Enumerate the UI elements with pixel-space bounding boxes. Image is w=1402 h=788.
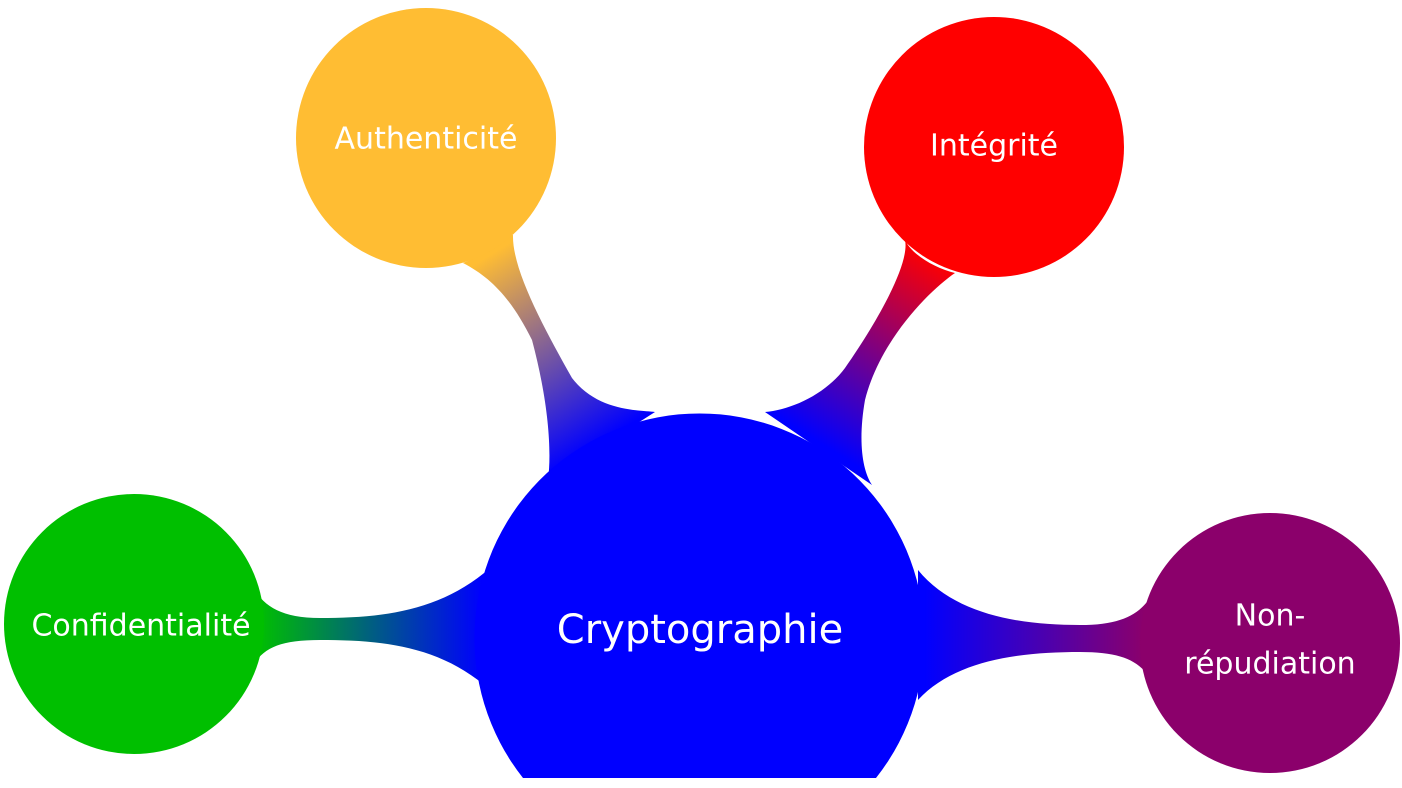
branch-node-integrite-label: Intégrité <box>930 129 1058 164</box>
center-node: Cryptographie <box>474 413 925 778</box>
center-node-shape <box>474 413 925 778</box>
branch-node-authenticite-shape <box>296 8 556 268</box>
branch-node-authenticite-label: Authenticité <box>335 122 518 157</box>
branch-node-non-repudiation-shape <box>1140 513 1400 773</box>
branch-node-non-repudiation: Non- répudiation <box>1140 513 1400 773</box>
branch-node-authenticite: Authenticité <box>296 8 556 268</box>
connector-confidentialite <box>252 568 490 690</box>
branch-node-integrite-shape <box>864 17 1124 277</box>
center-node-label: Cryptographie <box>557 607 843 653</box>
branch-node-non-repudiation-label-line-2: répudiation <box>1184 647 1355 682</box>
branch-node-confidentialite-shape <box>4 494 264 754</box>
connector-non-repudiation <box>918 570 1150 700</box>
branch-node-confidentialite-label: Confidentialité <box>31 609 250 644</box>
branch-node-integrite: Intégrité <box>864 17 1124 277</box>
branch-node-confidentialite: Confidentialité <box>4 494 264 754</box>
branch-node-non-repudiation-label-line-1: Non- <box>1235 599 1306 634</box>
connector-authenticite <box>463 235 655 480</box>
connector-integrite <box>765 240 955 485</box>
